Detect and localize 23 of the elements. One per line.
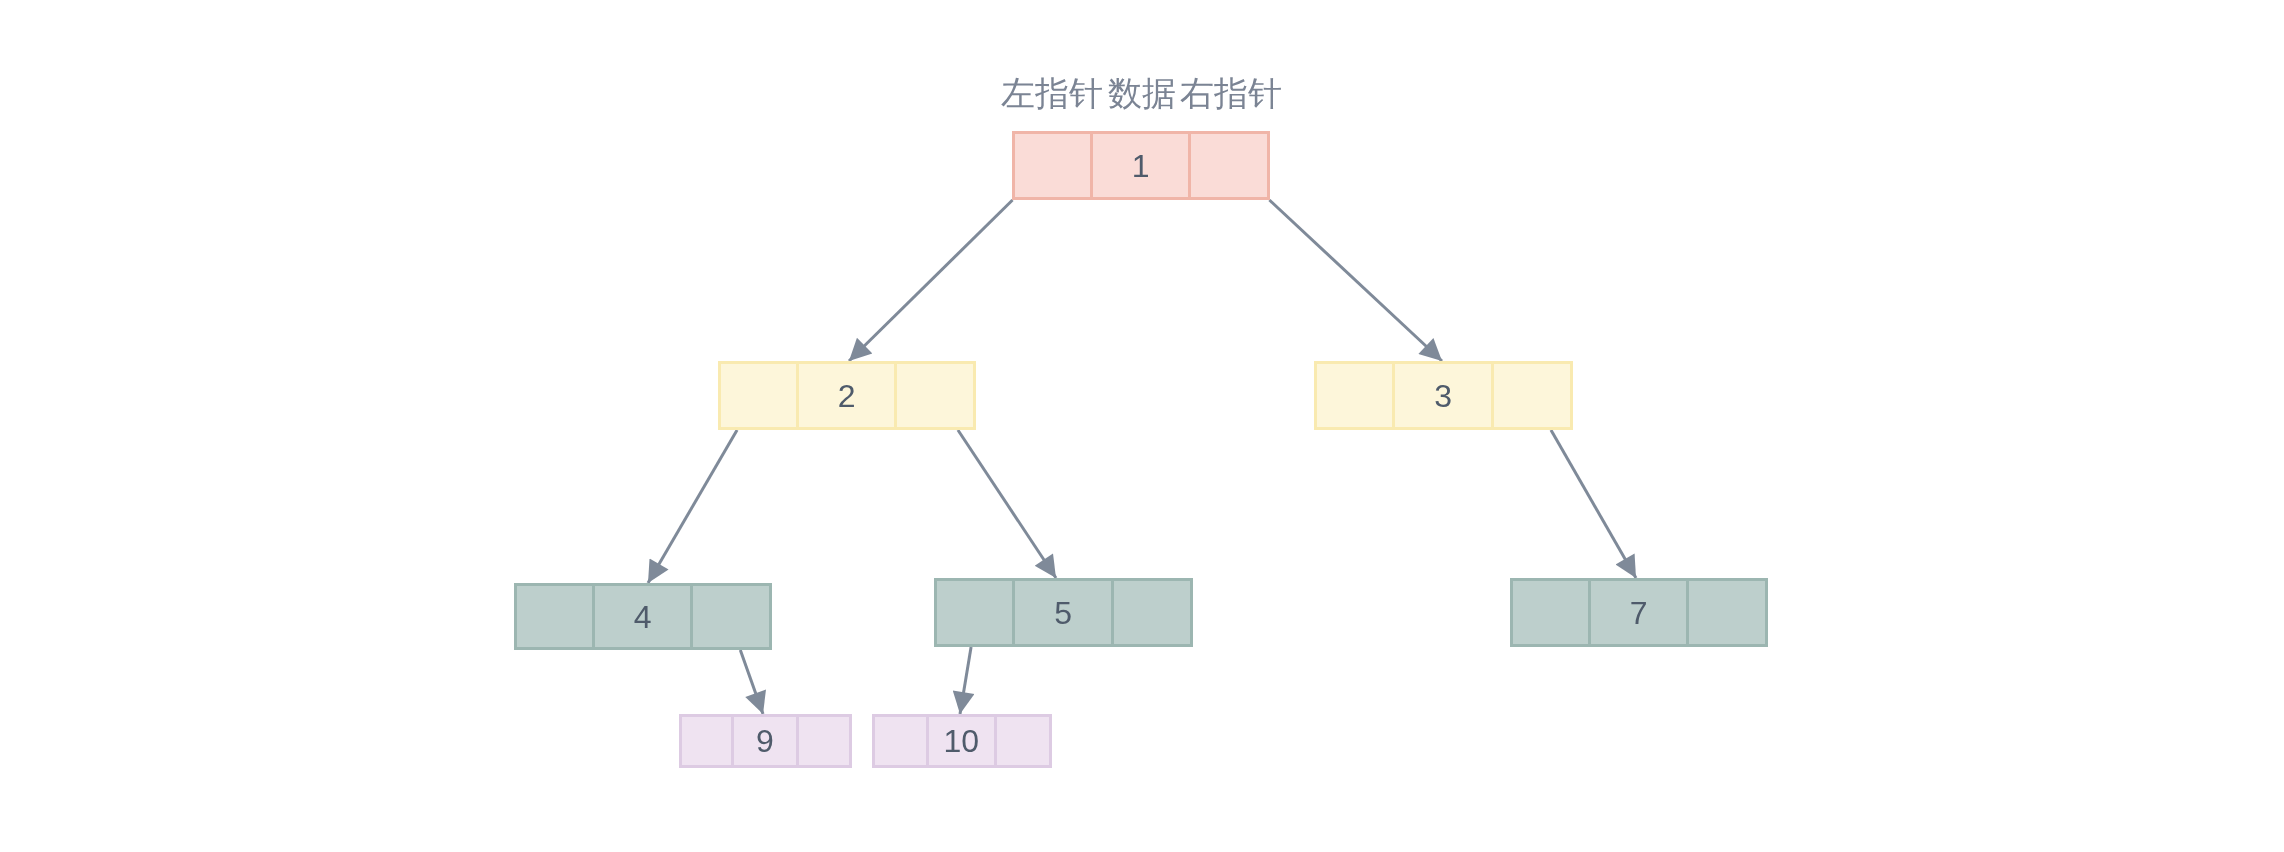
node-value: 5 — [1054, 596, 1073, 629]
node-value: 4 — [633, 600, 652, 633]
tree-node — [514, 583, 772, 650]
arrow — [847, 198, 1014, 363]
arrow — [1268, 198, 1444, 363]
tree-node — [872, 714, 1052, 768]
node-value: 10 — [943, 725, 980, 757]
arrow — [1549, 429, 1638, 579]
tree-node — [1012, 131, 1270, 200]
tree-node — [679, 714, 852, 768]
node-value: 1 — [1131, 149, 1150, 182]
node-value: 7 — [1629, 596, 1648, 629]
arrow — [646, 429, 739, 584]
node-value: 9 — [755, 725, 774, 757]
tree-node — [1510, 578, 1768, 647]
tree-node — [1314, 361, 1573, 430]
tree-node — [934, 578, 1193, 647]
tree-node — [718, 361, 976, 430]
node-value: 3 — [1434, 379, 1453, 412]
arrow — [956, 429, 1058, 579]
arrow — [952, 646, 975, 715]
arrow — [738, 649, 766, 715]
node-value: 2 — [837, 379, 856, 412]
